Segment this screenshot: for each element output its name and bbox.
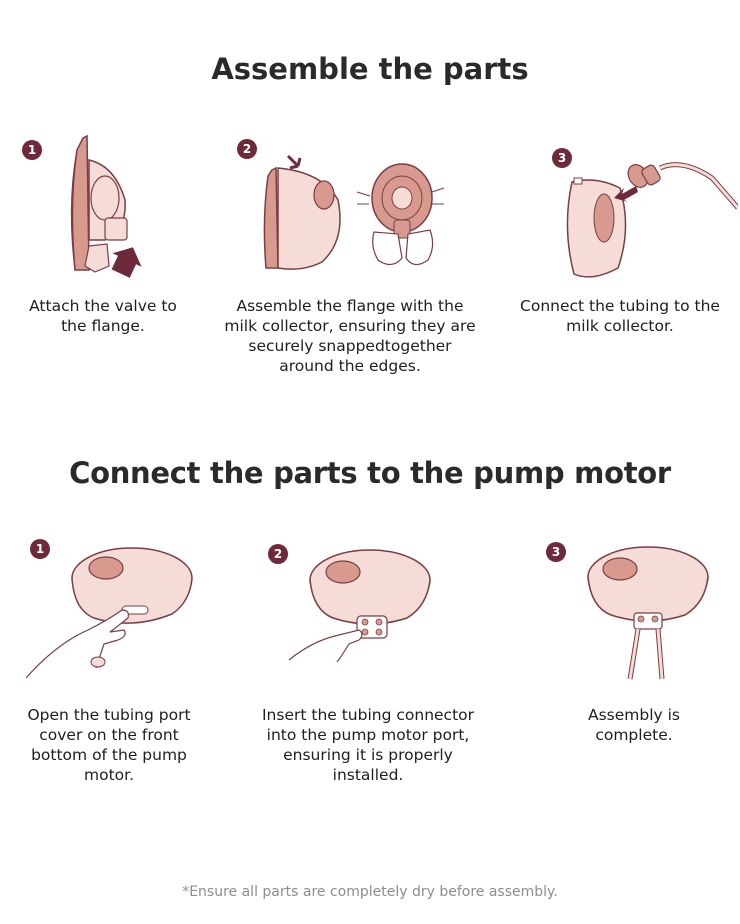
motor-connector-illustration [288,549,431,663]
flange-valve-illustration [70,134,142,278]
motor-port-cover-illustration [26,547,193,679]
step-badge-1-2: 2 [237,139,257,159]
step-caption-2-2: Insert the tubing connector into the pum… [261,706,475,784]
section-title-connect: Connect the parts to the pump motor [69,456,671,490]
flange-collector-illustration [263,154,445,270]
tubing-collector-illustration [566,162,738,278]
step-caption-2-3: Assembly is complete. [587,706,681,744]
step-badge-1-1: 1 [22,140,42,160]
step-badge-2-2: 2 [268,544,288,564]
step-badge-2-1: 1 [30,539,50,559]
section-title-assemble: Assemble the parts [211,52,529,86]
step-badge-1-3: 3 [552,148,572,168]
step-caption-1-3: Connect the tubing to the milk collector… [520,297,720,335]
step-badge-2-3: 3 [546,542,566,562]
step-caption-1-1: Attach the valve to the flange. [29,297,177,335]
step-caption-1-2: Assemble the flange with the milk collec… [224,297,476,375]
dry-parts-footnote: *Ensure all parts are completely dry bef… [182,884,558,900]
step-caption-2-1: Open the tubing port cover on the front … [27,706,191,784]
motor-assembled-illustration [587,546,709,680]
